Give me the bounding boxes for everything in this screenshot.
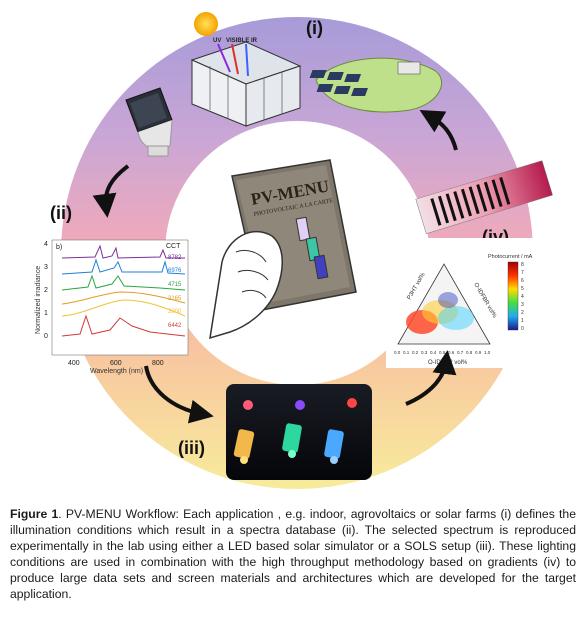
spectra-ytick: 2 bbox=[44, 287, 48, 294]
label-ii: (ii) bbox=[50, 203, 72, 223]
colorbar-tick: 5 bbox=[521, 286, 524, 292]
ternary-bottom-tick: 0.0 bbox=[394, 350, 401, 355]
spectra-ytick: 3 bbox=[44, 264, 48, 271]
solar-farm-icon bbox=[309, 57, 443, 113]
greenhouse-uv-label: UV bbox=[213, 38, 221, 44]
arrow-iv-to-i bbox=[419, 110, 458, 151]
led-setup-photo bbox=[226, 384, 372, 480]
spectra-ytick: 0 bbox=[44, 333, 48, 340]
spectra-chart: b) CCT 4 3 2 1 0 Normalized irradiance 8… bbox=[35, 239, 189, 375]
colorbar-tick: 2 bbox=[521, 310, 524, 316]
spectra-cct-value: 3165 bbox=[168, 296, 182, 302]
ternary-bottom-tick: 0.4 bbox=[430, 350, 437, 355]
spectra-cct-value: 6976 bbox=[168, 268, 182, 274]
pv-menu-book: PV-MENU PHOTOVOLTAIC A LA CARTE bbox=[209, 159, 357, 340]
figure-caption-label: Figure 1 bbox=[10, 507, 59, 521]
arrow-i-to-ii bbox=[92, 164, 130, 218]
ternary-bottom-tick: 0.9 bbox=[475, 350, 482, 355]
spectra-corner-label: b) bbox=[56, 244, 62, 251]
arrow-ii-to-iii bbox=[144, 365, 214, 424]
spectra-ylabel: Normalized irradiance bbox=[35, 266, 42, 334]
figure-caption: Figure 1. PV-MENU Workflow: Each applica… bbox=[10, 507, 576, 602]
ternary-bottom-tick: 1.0 bbox=[484, 350, 491, 355]
colorbar-tick: 6 bbox=[521, 278, 524, 284]
ternary-bottom-tick: 0.1 bbox=[403, 350, 410, 355]
label-iii: (iii) bbox=[178, 438, 205, 458]
ternary-bottom-tick: 0.2 bbox=[412, 350, 419, 355]
colorbar-tick: 3 bbox=[521, 302, 524, 308]
colorbar-tick: 0 bbox=[521, 326, 524, 332]
ternary-colorbar bbox=[507, 261, 519, 331]
colorbar-tick: 1 bbox=[521, 318, 524, 324]
spectra-cct-value: 4715 bbox=[168, 282, 182, 288]
arrow-iii-to-iv bbox=[405, 350, 457, 406]
spectrum-line bbox=[61, 274, 186, 291]
spectra-xlabel: Wavelength (nm) bbox=[90, 368, 143, 375]
spectrum-line bbox=[61, 291, 186, 305]
spectra-cct-label: CCT bbox=[166, 243, 181, 250]
figure-caption-text: . PV-MENU Workflow: Each application , e… bbox=[10, 507, 576, 601]
ternary-bottom-tick: 0.8 bbox=[466, 350, 473, 355]
sun-icon bbox=[194, 12, 218, 36]
spectra-xtick: 600 bbox=[110, 360, 122, 367]
spectrum-line bbox=[61, 299, 186, 317]
spectra-cct-value: 2000 bbox=[168, 309, 182, 315]
spectra-cct-value: 8782 bbox=[168, 255, 182, 261]
ternary-bottom-tick: 0.7 bbox=[457, 350, 464, 355]
greenhouse-ir-label: IR bbox=[251, 38, 258, 44]
spectrum-line bbox=[61, 258, 186, 275]
greenhouse-visible-label: VISIBLE bbox=[226, 38, 249, 44]
spectrum-line bbox=[61, 244, 185, 259]
ternary-colorbar-title: Photocurrent / mA bbox=[488, 254, 533, 260]
colorbar-tick: 7 bbox=[521, 270, 524, 276]
ternary-plot: P3HT vol% O-IDFBR vol% O-IDTBR vol% 0.0 … bbox=[386, 238, 542, 368]
spectra-xtick: 800 bbox=[152, 360, 164, 367]
colorbar-tick: 4 bbox=[521, 294, 524, 300]
lamp-device-icon bbox=[125, 87, 173, 157]
greenhouse-icon: UV VISIBLE IR bbox=[190, 38, 302, 127]
ternary-bottom-tick: 0.5 bbox=[439, 350, 446, 355]
label-i: (i) bbox=[306, 18, 323, 38]
spectrum-line bbox=[61, 314, 186, 337]
ternary-bottom-tick: 0.6 bbox=[448, 350, 455, 355]
spectra-ytick: 1 bbox=[44, 310, 48, 317]
workflow-figure: PV-MENU PHOTOVOLTAIC A LA CARTE UV VISIB… bbox=[35, 12, 553, 489]
ternary-bottom-tick: 0.3 bbox=[421, 350, 428, 355]
ternary-bottom-axis-label: O-IDTBR vol% bbox=[428, 360, 468, 366]
colorbar-tick: 8 bbox=[521, 262, 524, 268]
gradient-sample-strip bbox=[415, 160, 553, 234]
spectra-cct-value: 6442 bbox=[168, 323, 182, 329]
spectra-xtick: 400 bbox=[68, 360, 80, 367]
spectra-ytick: 4 bbox=[44, 241, 48, 248]
